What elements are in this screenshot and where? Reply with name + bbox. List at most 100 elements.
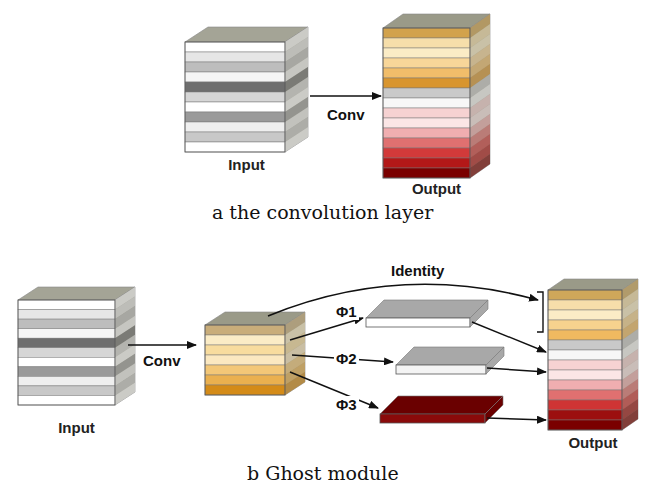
channel-band [185,132,285,142]
channel-band [383,118,470,128]
conv-arrow [310,95,381,97]
operation-label: Conv [325,106,367,123]
channel-band [383,108,470,118]
phi-arrow [290,318,363,340]
channel-band [383,58,470,68]
channel-band [18,310,115,320]
channel-band [205,375,285,385]
ghost-slab [366,300,488,327]
cube-side [115,287,135,405]
channel-band [383,88,470,98]
channel-band [383,38,470,48]
merge-arrow [487,368,546,372]
cube-outline [383,28,470,178]
feature-cube [548,279,638,430]
channel-band [185,52,285,62]
channel-band [548,410,622,420]
channel-band [185,72,285,82]
channel-band [383,168,470,178]
channel-band [548,310,622,320]
ghost-slab [396,347,504,374]
cube-outline [18,300,115,405]
channel-band [548,370,622,380]
channel-band [205,385,285,395]
map-label: Output [412,180,461,198]
channel-band [383,98,470,108]
channel-band [205,345,285,355]
feature-cube [205,312,305,395]
channel-band [205,365,285,375]
merge-arrow [487,418,546,420]
channel-band [18,376,115,386]
channel-band [185,82,285,92]
channel-band-side [285,127,308,152]
conv-arrow [128,344,196,346]
operation-label: Identity [389,262,446,279]
channel-band [185,122,285,132]
channel-band [548,390,622,400]
channel-band [18,386,115,396]
cube-side [470,14,490,178]
cube-side [285,27,308,152]
operation-label: Φ3 [334,396,359,413]
merge-arrow [472,322,546,352]
channel-band [383,78,470,88]
feature-cube [18,287,135,405]
cube-outline [548,290,622,430]
channel-band-side [470,154,490,178]
channel-band [548,340,622,350]
channel-band-side [622,409,638,430]
map-label: Output [568,434,617,452]
channel-band [18,338,115,348]
channel-band [205,355,285,365]
map-label: Input [228,156,265,174]
channel-band [205,335,285,345]
figure-caption: b Ghost module [245,462,401,484]
cube-side [622,279,638,430]
channel-band [18,395,115,405]
channel-band [548,330,622,340]
map-label: Input [58,419,95,437]
channel-band [383,68,470,78]
channel-band [185,142,285,152]
bracket [537,292,543,332]
channel-band [548,380,622,390]
channel-band [18,357,115,367]
cube-outline [205,325,285,395]
figure-caption: a the convolution layer [210,201,435,223]
cube-side [285,312,305,395]
operation-label: Φ2 [334,350,359,367]
channel-band [383,28,470,38]
channel-band [18,367,115,377]
channel-band [548,400,622,410]
channel-band [18,329,115,339]
channel-band-side [285,372,305,395]
channel-band [185,92,285,102]
cube-outline [185,42,285,152]
operation-label: Conv [141,352,183,369]
identity-arrow [268,284,538,316]
feature-cube [185,27,308,152]
channel-band [185,102,285,112]
feature-map: Output [383,14,490,198]
operation-label: Φ1 [334,303,359,320]
channel-band [548,360,622,370]
channel-band [383,148,470,158]
ghost-slab [380,396,503,423]
channel-band [383,158,470,168]
channel-band [18,348,115,358]
channel-band [18,319,115,329]
feature-map: Output [548,279,638,452]
channel-band-side [115,382,135,405]
feature-map: Input [18,287,135,437]
channel-band [383,138,470,148]
feature-cube [383,14,490,178]
channel-band [548,300,622,310]
channel-band [18,300,115,310]
channel-band [548,290,622,300]
channel-band [185,42,285,52]
channel-band [548,420,622,430]
